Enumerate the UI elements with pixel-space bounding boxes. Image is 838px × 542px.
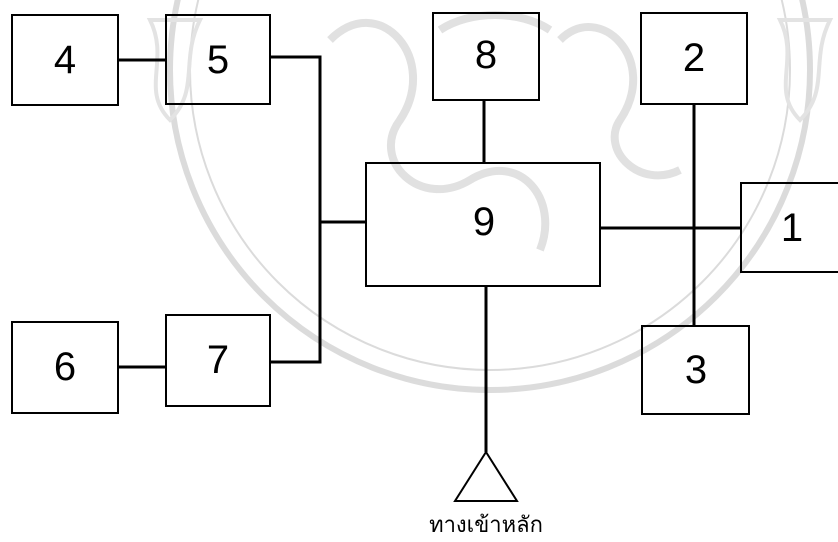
- block-4-label: 4: [54, 38, 76, 82]
- block-2-label: 2: [683, 36, 705, 80]
- block-8: 8: [432, 12, 540, 101]
- main-input: ทางเข้าหลัก: [429, 450, 543, 538]
- wire-5-bus: [270, 55, 322, 364]
- block-9-label: 9: [473, 200, 495, 244]
- block-9: 9: [365, 162, 601, 287]
- block-6-label: 6: [54, 345, 76, 389]
- block-5: 5: [165, 14, 271, 105]
- block-8-label: 8: [475, 33, 497, 77]
- input-triangle-icon: [453, 450, 519, 502]
- block-6: 6: [11, 321, 119, 414]
- block-5-label: 5: [207, 38, 229, 82]
- connection-wires: [118, 55, 741, 452]
- block-3: 3: [641, 325, 750, 415]
- block-1-label: 1: [781, 206, 803, 250]
- main-input-label: ทางเข้าหลัก: [429, 513, 543, 538]
- block-2: 2: [640, 12, 748, 105]
- block-7-label: 7: [207, 338, 229, 382]
- block-1: 1: [740, 182, 838, 273]
- block-4: 4: [11, 14, 119, 106]
- seal-watermark: [146, 0, 834, 393]
- seal-flower-right: [776, 18, 834, 123]
- block-7: 7: [165, 314, 271, 407]
- block-3-label: 3: [685, 348, 707, 392]
- seal-flower-left: [146, 18, 204, 123]
